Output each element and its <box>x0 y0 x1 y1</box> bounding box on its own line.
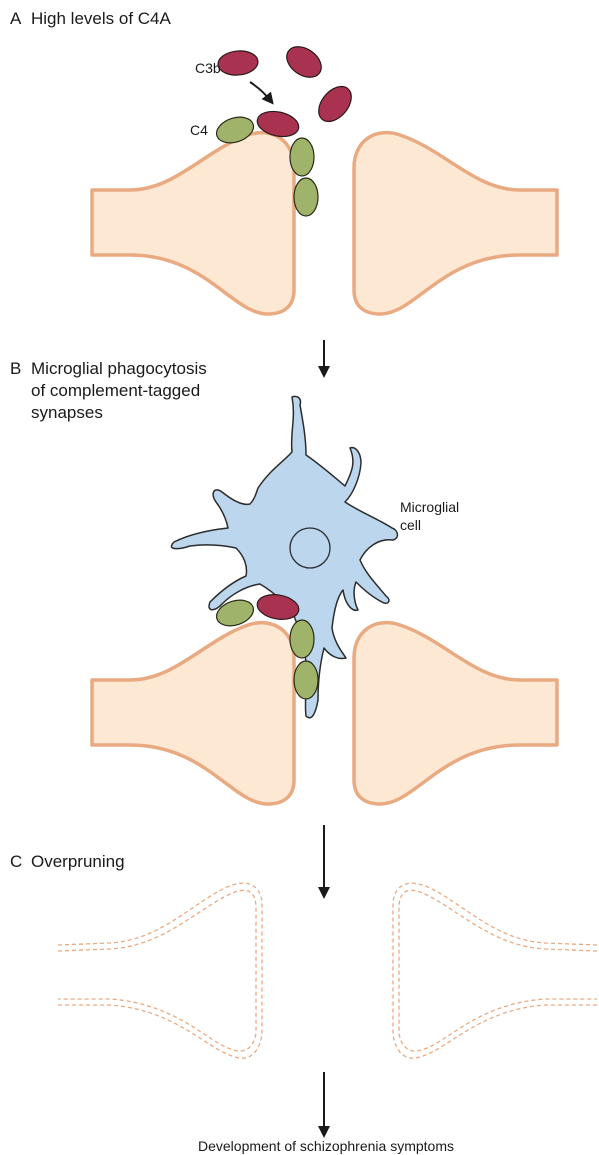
pruned-postsynaptic-terminal <box>393 883 597 1058</box>
postsynaptic-terminal <box>354 623 557 804</box>
c4-molecule <box>290 138 314 176</box>
panel-a: A High levels of C4A C3b C4 <box>10 9 557 314</box>
panel-a-title: High levels of C4A <box>31 9 172 28</box>
panel-c-letter: C <box>10 852 22 871</box>
presynaptic-terminal <box>92 623 294 804</box>
binding-arrow <box>250 82 270 100</box>
c4-molecule <box>290 620 314 658</box>
c4-molecule <box>294 178 318 216</box>
microglia-label-line-1: Microglial <box>400 499 459 515</box>
c3b-molecule <box>312 80 358 127</box>
panel-b-letter: B <box>10 359 21 378</box>
presynaptic-terminal <box>92 133 294 314</box>
panel-b: B Microglial phagocytosis of complement-… <box>10 359 557 804</box>
pruned-presynaptic-terminal <box>58 883 262 1058</box>
panel-b-title-line-3: synapses <box>31 403 103 422</box>
c3b-molecule <box>281 40 327 83</box>
c3b-label: C3b <box>195 60 221 76</box>
c4-molecule <box>294 661 318 699</box>
panel-a-letter: A <box>10 9 22 28</box>
microglia-nucleus <box>290 528 330 568</box>
microglia-label-line-2: cell <box>400 517 421 533</box>
panel-b-title-line-2: of complement-tagged <box>31 381 200 400</box>
c4-label: C4 <box>190 122 208 138</box>
postsynaptic-terminal <box>354 133 557 314</box>
panel-c-title: Overpruning <box>31 852 125 871</box>
outcome-caption: Development of schizophrenia symptoms <box>198 1138 454 1154</box>
c3b-molecule <box>217 49 259 76</box>
panel-b-title-line-1: Microglial phagocytosis <box>31 359 207 378</box>
panel-c: C Overpruning <box>10 852 597 1058</box>
